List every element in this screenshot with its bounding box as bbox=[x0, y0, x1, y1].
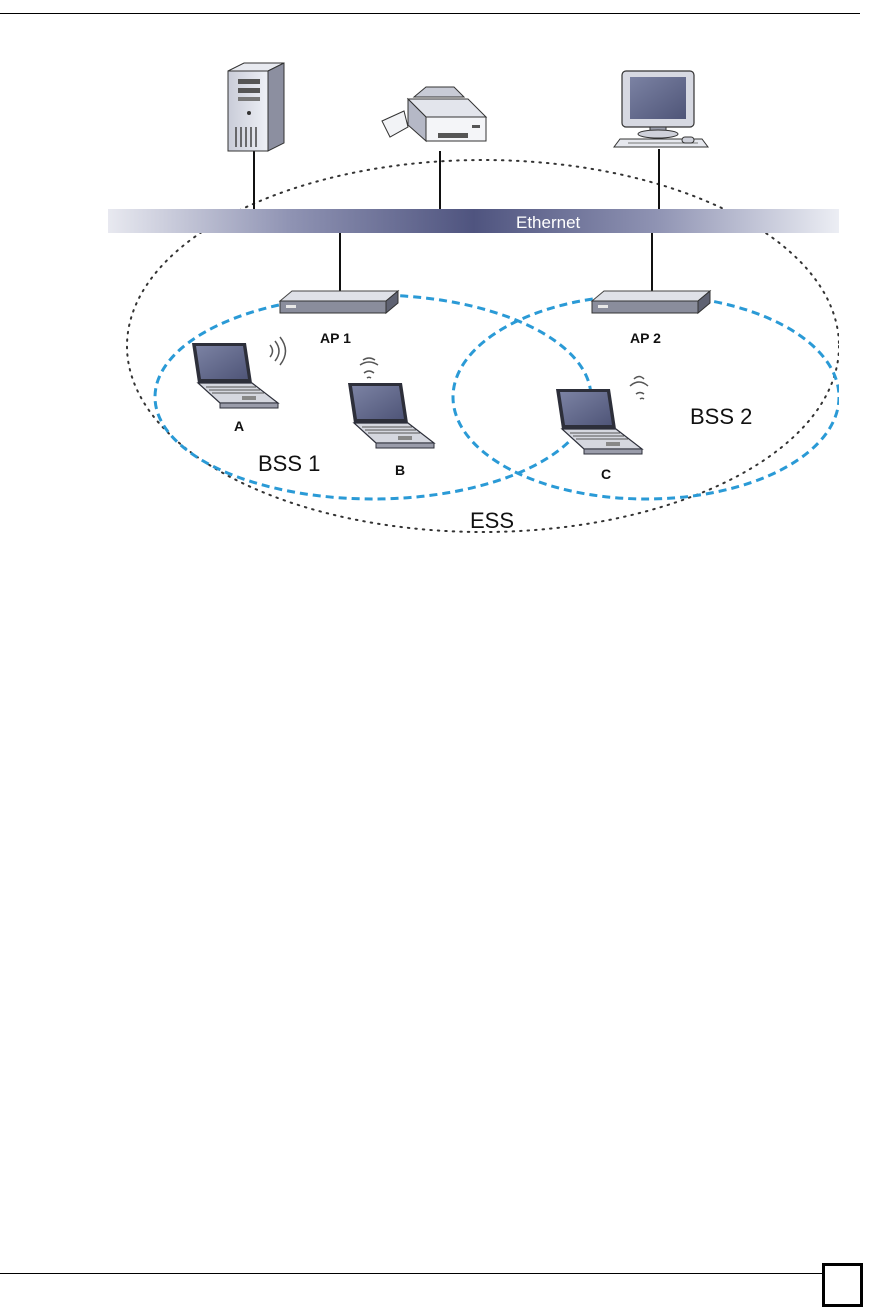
page-footer-rule bbox=[0, 1273, 860, 1274]
ess-network-diagram: Ethernet bbox=[108, 61, 839, 536]
station-c-label: C bbox=[601, 466, 611, 482]
station-b-label: B bbox=[395, 462, 405, 478]
printer-icon bbox=[382, 87, 486, 141]
ess-label: ESS bbox=[470, 508, 514, 533]
wireless-signal-icon bbox=[360, 358, 378, 378]
ethernet-backbone bbox=[108, 209, 839, 233]
wireless-signal-icon bbox=[630, 377, 648, 400]
station-a-label: A bbox=[234, 418, 244, 434]
server-icon bbox=[228, 63, 284, 151]
ap1-label: AP 1 bbox=[320, 330, 351, 346]
laptop-a-icon bbox=[192, 343, 278, 408]
bss2-label: BSS 2 bbox=[690, 404, 752, 429]
workstation-icon bbox=[614, 71, 708, 147]
ap2-label: AP 2 bbox=[630, 330, 661, 346]
ap1-icon bbox=[280, 291, 398, 313]
bss2-boundary bbox=[453, 295, 839, 499]
ethernet-label: Ethernet bbox=[516, 213, 581, 232]
page-number-box bbox=[822, 1263, 863, 1307]
laptop-b-icon bbox=[348, 383, 434, 448]
wireless-signal-icon bbox=[270, 337, 286, 365]
ap2-icon bbox=[592, 291, 710, 313]
bss1-label: BSS 1 bbox=[258, 451, 320, 476]
laptop-c-icon bbox=[556, 389, 642, 454]
page-header-rule bbox=[0, 13, 860, 14]
